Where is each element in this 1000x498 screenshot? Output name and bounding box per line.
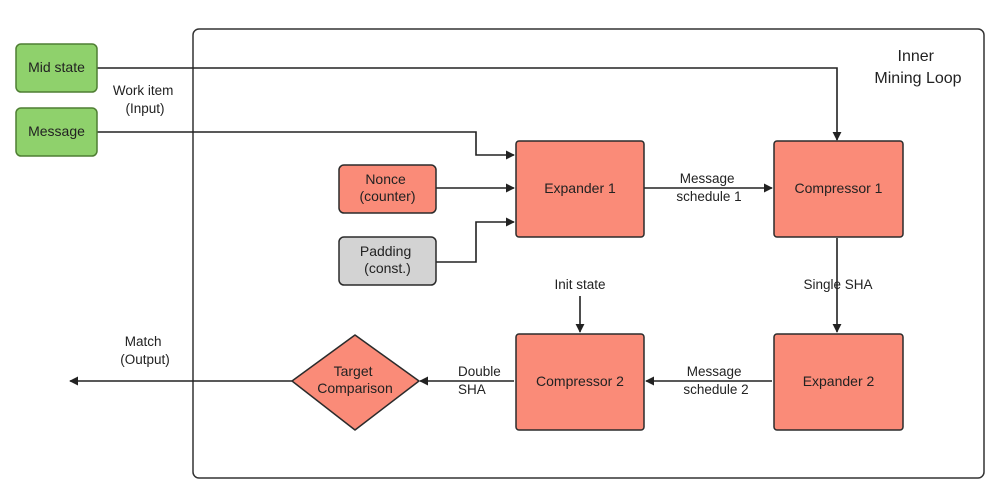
mid-state-node: Mid state xyxy=(15,43,98,93)
message-schedule-2-label: Message schedule 2 xyxy=(683,364,748,397)
match-output-label: Match (Output) xyxy=(120,334,170,367)
message-node: Message xyxy=(15,107,98,157)
loop-title: Inner Mining Loop xyxy=(874,48,961,87)
svg-text:Compressor 1: Compressor 1 xyxy=(795,180,883,196)
wire-message-expander1 xyxy=(97,131,515,160)
svg-text:Padding (const.): Padding (const.) xyxy=(360,243,415,276)
padding-node: Padding (const.) xyxy=(338,236,437,286)
compressor-1-node: Compressor 1 xyxy=(773,140,904,238)
wire-midstate-compressor1 xyxy=(97,67,842,141)
svg-text:Message: Message xyxy=(28,123,85,139)
double-sha-label: Double SHA xyxy=(458,364,505,397)
svg-text:Mid state: Mid state xyxy=(28,59,85,75)
message-schedule-1-label: Message schedule 1 xyxy=(676,171,741,204)
work-item-label: Work item (Input) xyxy=(113,83,177,116)
svg-text:Compressor 2: Compressor 2 xyxy=(536,373,624,389)
svg-text:Target Comparison: Target Comparison xyxy=(317,363,392,396)
svg-text:Expander 1: Expander 1 xyxy=(544,180,616,196)
compressor-2-node: Compressor 2 xyxy=(515,333,645,431)
init-state-label: Init state xyxy=(554,277,605,292)
expander-1-node: Expander 1 xyxy=(515,140,645,238)
target-comparison-node: Target Comparison xyxy=(291,334,420,431)
nonce-node: Nonce (counter) xyxy=(338,164,437,214)
svg-text:Nonce (counter): Nonce (counter) xyxy=(359,171,415,204)
wire-padding-expander1 xyxy=(436,217,515,263)
single-sha-label: Single SHA xyxy=(803,277,872,292)
svg-text:Expander 2: Expander 2 xyxy=(803,373,875,389)
expander-2-node: Expander 2 xyxy=(773,333,904,431)
